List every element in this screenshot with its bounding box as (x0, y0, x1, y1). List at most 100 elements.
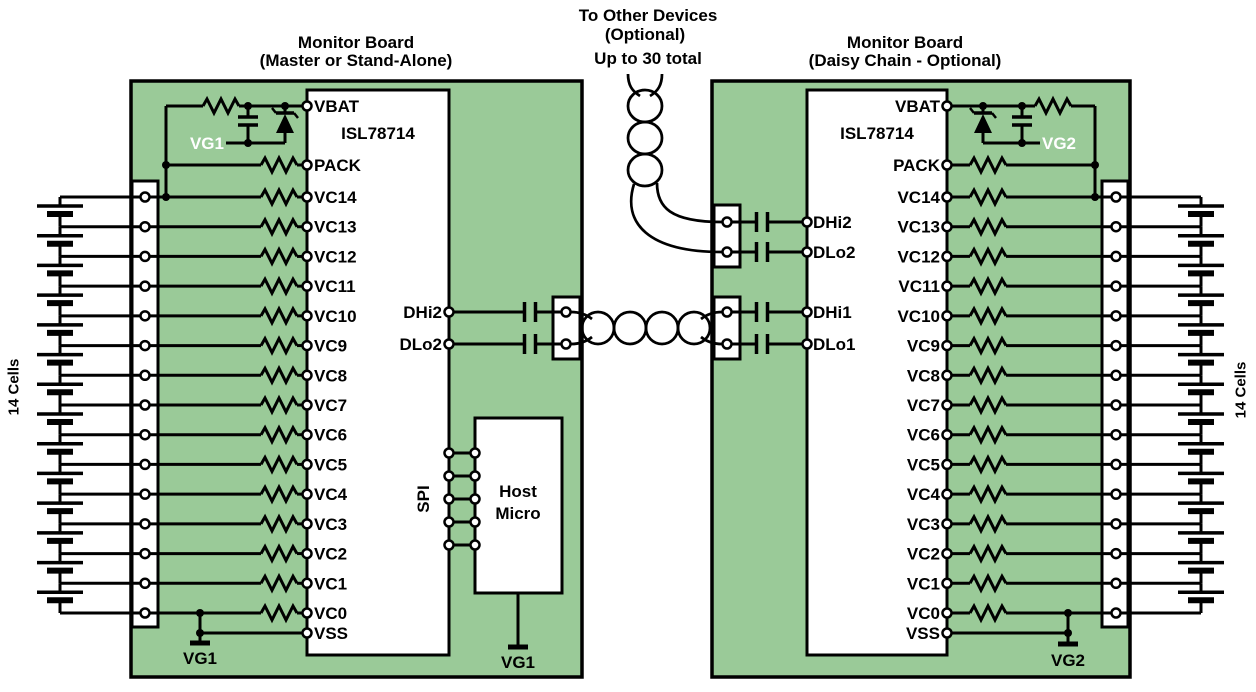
host-micro-label-line1: Host (499, 482, 537, 501)
left-connector-pin (139, 488, 151, 500)
left-cells-label: 14 Cells (5, 358, 23, 416)
left-chip-pin-label-vss: VSS (314, 624, 348, 643)
right-vbat-resistor (1033, 95, 1073, 117)
left-vc-resistor (259, 424, 299, 446)
left-chip-pin (301, 458, 313, 471)
left-vc-resistor (259, 602, 299, 624)
right-chip-pin (941, 627, 953, 639)
junction-dot (1064, 629, 1072, 637)
zener-diode-icon (969, 107, 975, 114)
left-vc-resistor (259, 454, 299, 475)
right-chip-pin-label-vc9: VC9 (907, 337, 940, 356)
right-chip-pin (941, 369, 953, 382)
left-connector-pin (139, 339, 151, 352)
twisted-pair-wire (626, 73, 641, 98)
left-chip-pin (301, 220, 313, 233)
left-vc-resistor (259, 543, 299, 564)
left-chip-pin-label-vc6: VC6 (314, 426, 347, 445)
right-cells-label: 14 Cells (1232, 361, 1250, 419)
left-connector-pin (139, 577, 151, 590)
right-chip-pin (941, 428, 953, 441)
left-connector-pin (139, 280, 151, 292)
left-chip-pin-label-vc5: VC5 (314, 455, 347, 474)
right-vc-resistor (968, 394, 1008, 416)
zener-diode-icon (293, 112, 299, 119)
center-title-line3: Up to 30 total (594, 49, 702, 68)
right-chip-pin-label-vbat: VBAT (895, 97, 941, 116)
host-micro-spi-pin (469, 493, 481, 505)
right-vc-resistor (968, 246, 1008, 267)
left-chip-pin (301, 159, 313, 171)
daisy-connector-pin (721, 246, 733, 258)
left-chip-pin (301, 488, 313, 500)
left-chip-spi-pin (443, 516, 455, 528)
right-connector-pin (1110, 280, 1122, 292)
host-micro-spi-pin (469, 516, 481, 528)
left-chip-spi-pin (443, 447, 455, 459)
right-chip-pin-label-pack: PACK (893, 156, 941, 175)
right-cell-ground-label: VG2 (1051, 651, 1085, 670)
right-connector-pin (1110, 518, 1122, 530)
left-chip-pin-label-dhi2: DHi2 (403, 303, 442, 322)
twisted-pair-loop (676, 310, 712, 346)
left-chip-pin (301, 547, 313, 560)
left-vc-resistor (259, 246, 299, 267)
right-chip-pin-label-vc8: VC8 (907, 366, 940, 385)
twisted-pair-loop (626, 88, 664, 124)
right-connector-pin (1110, 577, 1122, 590)
left-chip-pin (301, 607, 313, 619)
right-chip-pin-label-dlo1: DLo1 (813, 335, 856, 354)
right-connector-pin (1110, 220, 1122, 233)
left-vc-resistor (259, 394, 299, 416)
left-chip-spi-pin (443, 539, 455, 551)
left-chip-pin-label-pack: PACK (314, 156, 362, 175)
left-vc-resistor (259, 186, 299, 208)
left-chip-pin (301, 339, 313, 352)
host-micro-spi-pin (469, 470, 481, 482)
left-chip-pin-label-vc12: VC12 (314, 247, 357, 266)
left-connector-pin (139, 428, 151, 441)
twisted-pair-wire (655, 182, 723, 224)
right-vc-resistor (968, 305, 1008, 327)
left-vg-filter-label: VG1 (190, 134, 224, 153)
right-chip-pin-label-vc6: VC6 (907, 426, 940, 445)
right-chip-pin (941, 488, 953, 500)
spi-label: SPI (414, 485, 433, 512)
junction-dot (1018, 102, 1026, 110)
host-micro-spi-pin (469, 447, 481, 459)
right-connector-pin (1110, 250, 1122, 263)
twisted-pair-wire (570, 335, 593, 346)
junction-dot (1091, 193, 1099, 201)
junction-dot (1018, 139, 1026, 147)
left-chip-pin (301, 280, 313, 292)
right-chip-pin-label-dhi2: DHi2 (813, 213, 852, 232)
left-chip-pin-label-vc3: VC3 (314, 515, 347, 534)
left-chip-name: ISL78714 (341, 124, 415, 143)
right-chip-pin (941, 310, 953, 322)
junction-dot (162, 193, 170, 201)
left-chip-body (305, 88, 451, 657)
left-connector-pin (139, 250, 151, 263)
left-chip-pin (301, 250, 313, 263)
left-chip-pin-label-vc10: VC10 (314, 307, 357, 326)
right-vg-filter-label: VG2 (1042, 134, 1076, 153)
right-chip-pin (941, 399, 953, 411)
right-connector-pin (1110, 399, 1122, 411)
right-vc-resistor (968, 335, 1008, 356)
left-vc-resistor (259, 335, 299, 356)
right-chip-pin-label-dhi1: DHi1 (813, 303, 852, 322)
right-chip-pin-label-vc11: VC11 (898, 277, 940, 296)
junction-dot (244, 139, 252, 147)
right-chip-pin (941, 607, 953, 619)
right-chip-pin (941, 250, 953, 263)
right-vc-resistor (968, 454, 1008, 475)
right-connector-pin (1110, 191, 1122, 203)
left-chip-pin (301, 518, 313, 530)
right-vc-resistor (968, 424, 1008, 446)
right-chip-pin (941, 458, 953, 471)
right-chip-pin-label-vc12: VC12 (897, 247, 940, 266)
right-chip-pin (941, 547, 953, 560)
host-micro-label-line2: Micro (495, 504, 540, 523)
right-connector-pin (1110, 369, 1122, 382)
